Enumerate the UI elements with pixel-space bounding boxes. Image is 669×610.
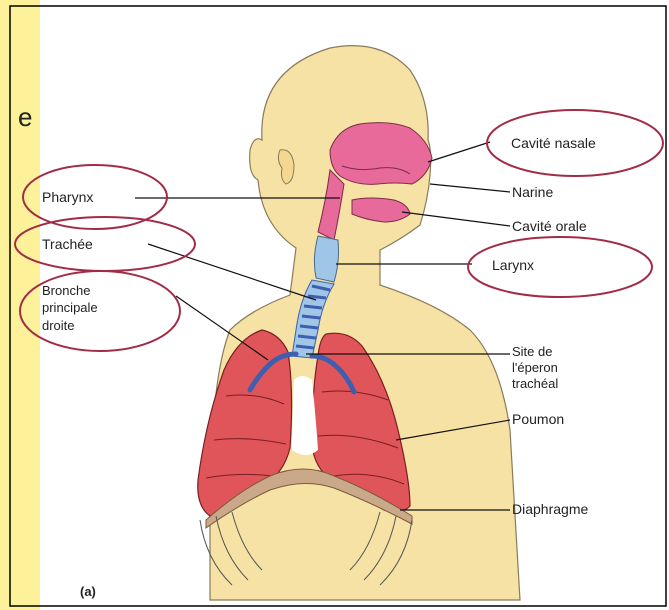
label-cavite-nasale: Cavité nasale [511,135,596,151]
page-fragment-text: e [18,102,32,132]
label-bronche-line2: principale [42,300,98,315]
label-poumon: Poumon [512,411,564,427]
label-pharynx: Pharynx [42,189,93,205]
larynx-shape [314,236,338,282]
label-larynx: Larynx [492,257,534,273]
label-eperon-line1: Site de [512,344,552,359]
label-cavite-orale: Cavité orale [512,218,587,234]
label-eperon-line2: l'éperon [512,360,558,375]
label-narine: Narine [512,184,553,200]
label-trachee: Trachée [42,236,93,252]
label-eperon-line3: trachéal [512,376,558,391]
label-bronche-line1: Bronche [42,283,90,298]
panel-label: (a) [80,584,96,599]
label-bronche-line3: droite [42,318,75,333]
label-diaphragme: Diaphragme [512,501,588,517]
